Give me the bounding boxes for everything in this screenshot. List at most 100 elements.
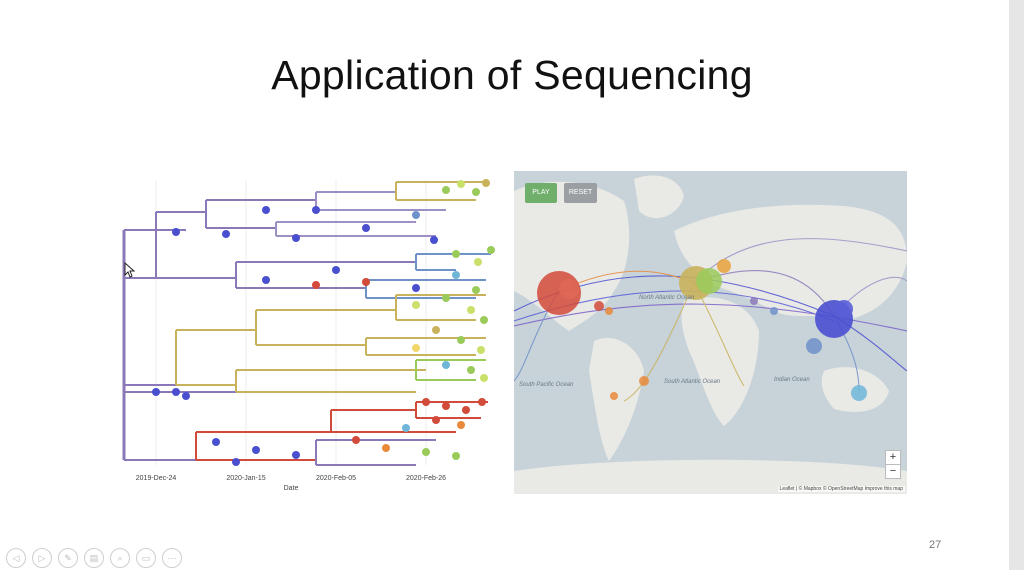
- slide-title: Application of Sequencing: [271, 52, 753, 98]
- x-axis-label: Date: [284, 485, 299, 492]
- phylogenetic-tree: 2019-Dec-24 2020-Jan-15 2020-Feb-05 2020…: [122, 179, 495, 492]
- tree-tip: [457, 421, 465, 429]
- tree-tip: [430, 236, 438, 244]
- tree-tip: [457, 336, 465, 344]
- ocean-label: North Atlantic Ocean: [639, 295, 695, 301]
- tree-tip: [442, 402, 450, 410]
- tree-branch: [395, 181, 486, 201]
- tree-branch: [155, 199, 416, 289]
- play-button[interactable]: PLAY: [525, 183, 557, 203]
- mouse-cursor-icon: [124, 262, 136, 278]
- tree-tip: [362, 224, 370, 232]
- tree-leaf-dots: [152, 179, 495, 466]
- tree-tip: [232, 458, 240, 466]
- slides-icon[interactable]: ▤: [84, 548, 104, 568]
- tree-branch: [235, 337, 486, 393]
- subtitles-icon[interactable]: ▭: [136, 548, 156, 568]
- tree-tip: [252, 446, 260, 454]
- tree-tip: [477, 346, 485, 354]
- ocean-labels: North Atlantic Ocean South Pacific Ocean…: [519, 295, 810, 388]
- zoom-icon[interactable]: ⌕: [110, 548, 130, 568]
- bubble-middle-east: [750, 297, 758, 305]
- x-tick-label: 2020-Feb-26: [406, 475, 446, 482]
- tree-tip: [480, 316, 488, 324]
- south-america: [589, 337, 644, 461]
- tree-tip: [422, 398, 430, 406]
- case-bubbles: [537, 259, 867, 401]
- tree-tip: [442, 294, 450, 302]
- slide-number: 27: [929, 539, 942, 551]
- ocean-label: South Pacific Ocean: [519, 382, 574, 388]
- tree-tip: [432, 326, 440, 334]
- more-icon[interactable]: ⋯: [162, 548, 182, 568]
- tree-tip: [412, 344, 420, 352]
- tree-tip: [172, 228, 180, 236]
- tree-tip: [442, 361, 450, 369]
- tree-tip: [452, 452, 460, 460]
- tree-tip: [457, 180, 465, 188]
- bubble-east-asia: [806, 338, 822, 354]
- tree-tip: [292, 451, 300, 459]
- tree-tip: [472, 286, 480, 294]
- bubble-south-america: [639, 376, 649, 386]
- pen-icon[interactable]: ✎: [58, 548, 78, 568]
- tree-tip: [412, 211, 420, 219]
- tree-branch: [195, 401, 488, 461]
- bubble-us-east: [594, 301, 604, 311]
- tree-tip: [292, 234, 300, 242]
- zoom-out-button[interactable]: −: [885, 464, 901, 479]
- tree-branch: [275, 191, 446, 237]
- bubble-europe: [717, 259, 731, 273]
- tree-tip: [412, 284, 420, 292]
- transmission-map[interactable]: North Atlantic Ocean South Pacific Ocean…: [514, 171, 907, 494]
- map-attribution[interactable]: Leaflet | © Mapbox © OpenStreetMap Impro…: [777, 486, 905, 492]
- tree-tip: [152, 388, 160, 396]
- reset-button[interactable]: RESET: [564, 183, 597, 203]
- tree-tip: [452, 250, 460, 258]
- map-canvas: North Atlantic Ocean South Pacific Ocean…: [514, 175, 907, 494]
- tree-tip: [222, 230, 230, 238]
- bubble-us-east: [605, 307, 613, 315]
- tree-tip: [467, 306, 475, 314]
- bubble-north-america: [559, 279, 579, 299]
- tree-tip: [402, 424, 410, 432]
- tree-tip: [487, 246, 495, 254]
- tree-tip: [362, 278, 370, 286]
- x-tick-label: 2020-Feb-05: [316, 475, 356, 482]
- tree-tip: [352, 436, 360, 444]
- tree-tip: [382, 444, 390, 452]
- tree-branch: [365, 253, 491, 299]
- transmission-path: [693, 238, 907, 284]
- tree-tip: [442, 186, 450, 194]
- tree-branch: [315, 439, 436, 466]
- tree-tip: [212, 438, 220, 446]
- next-icon[interactable]: ▷: [32, 548, 52, 568]
- tree-tip: [262, 206, 270, 214]
- zoom-in-button[interactable]: +: [885, 450, 901, 465]
- tree-tip: [312, 206, 320, 214]
- tree-tip: [432, 416, 440, 424]
- x-tick-label: 2019-Dec-24: [136, 475, 177, 482]
- prev-icon[interactable]: ◁: [6, 548, 26, 568]
- presenter-controls: ◁ ▷ ✎ ▤ ⌕ ▭ ⋯: [6, 548, 182, 568]
- map-land: [514, 175, 907, 494]
- tree-tip: [480, 374, 488, 382]
- eurasia: [674, 204, 907, 321]
- tree-tip: [262, 276, 270, 284]
- bubble-south-america: [610, 392, 618, 400]
- tree-tip: [474, 258, 482, 266]
- tree-tip: [422, 448, 430, 456]
- tree-tip: [472, 188, 480, 196]
- ocean-label: Indian Ocean: [774, 377, 810, 383]
- bubble-australia: [851, 385, 867, 401]
- bubble-europe: [696, 268, 722, 294]
- tree-tip: [452, 271, 460, 279]
- tree-tip: [172, 388, 180, 396]
- greenland: [634, 175, 684, 219]
- bubble-china: [835, 300, 853, 318]
- tree-tip: [182, 392, 190, 400]
- transmission-path: [693, 282, 745, 387]
- tree-tip: [478, 398, 486, 406]
- tree-branch: [415, 359, 486, 381]
- tree-tip: [312, 281, 320, 289]
